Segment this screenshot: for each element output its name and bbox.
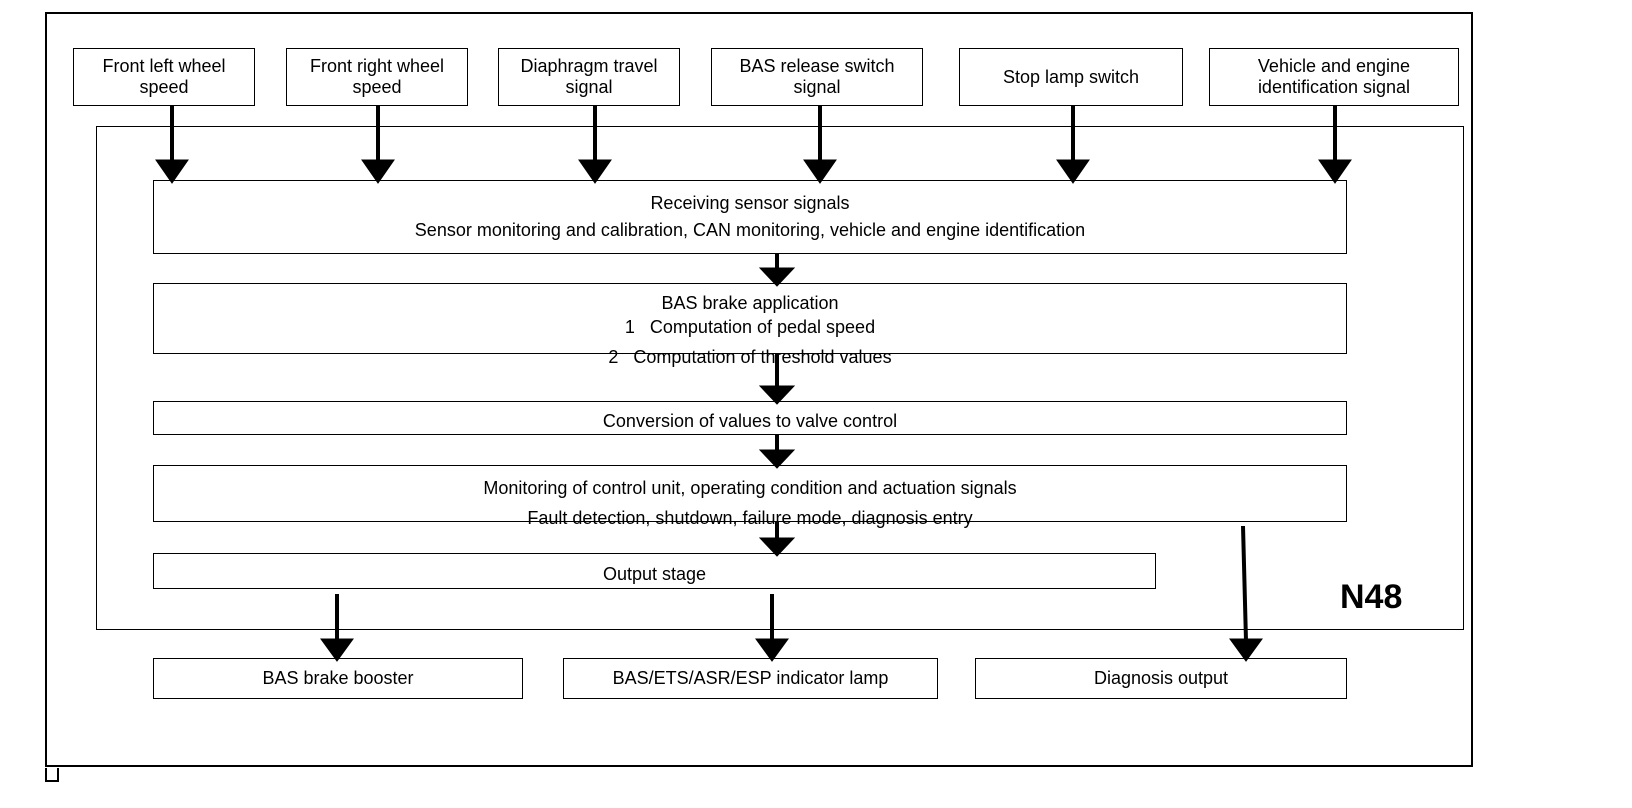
control-unit-n48-boundary xyxy=(96,126,1464,630)
input-label-line1: Stop lamp switch xyxy=(1002,66,1140,87)
arrow-receiving-to-application xyxy=(758,254,796,287)
stage-conversion-to-valve-control: Conversion of values to valve control xyxy=(153,401,1347,435)
stage-item-2: 2 Computation of threshold values xyxy=(608,347,892,367)
input-label-line1: BAS release switch xyxy=(739,56,895,76)
output-label: BAS/ETS/ASR/ESP indicator lamp xyxy=(612,668,889,688)
input-stop-lamp-switch: Stop lamp switch xyxy=(959,48,1183,106)
arrow-monitoring-to-output-stage xyxy=(758,522,796,557)
input-front-left-wheel-speed: Front left wheel speed xyxy=(73,48,255,106)
stage-title: BAS brake application xyxy=(661,293,839,313)
arrow-to-brake-booster xyxy=(320,594,354,662)
output-indicator-lamp: BAS/ETS/ASR/ESP indicator lamp xyxy=(563,658,938,699)
arrow-application-to-conversion xyxy=(758,354,796,405)
input-front-right-wheel-speed: Front right wheel speed xyxy=(286,48,468,106)
input-vehicle-engine-identification-signal: Vehicle and engine identification signal xyxy=(1209,48,1459,106)
input-label-line1: Front left wheel xyxy=(102,56,226,76)
arrow-input-front-left xyxy=(155,106,189,184)
stage-monitoring-control-unit: Monitoring of control unit, operating co… xyxy=(153,465,1347,522)
input-label-line1: Vehicle and engine xyxy=(1257,56,1411,76)
arrow-to-indicator-lamp xyxy=(755,594,789,662)
input-label-line2: speed xyxy=(352,77,402,97)
arrow-to-diagnosis-output xyxy=(1229,525,1263,662)
arrow-input-stop-lamp xyxy=(1056,106,1090,184)
diagram-frame xyxy=(45,12,1473,767)
output-label: BAS brake booster xyxy=(262,668,414,688)
stage-receiving-sensor-signals: Receiving sensor signals Sensor monitori… xyxy=(153,180,1347,254)
stage-title: Output stage xyxy=(602,563,707,584)
input-bas-release-switch-signal: BAS release switch signal xyxy=(711,48,923,106)
stage-output-stage: Output stage xyxy=(153,553,1156,589)
input-label-line1: Front right wheel xyxy=(309,56,445,76)
input-diaphragm-travel-signal: Diaphragm travel signal xyxy=(498,48,680,106)
stage-title: Monitoring of control unit, operating co… xyxy=(483,478,1017,498)
output-label: Diagnosis output xyxy=(1093,668,1229,688)
stage-item-1: 1 Computation of pedal speed xyxy=(624,317,876,337)
input-label-line2: speed xyxy=(139,77,189,97)
input-label-line1: Diaphragm travel xyxy=(520,56,658,76)
stage-subtitle: Sensor monitoring and calibration, CAN m… xyxy=(414,220,1086,240)
stage-title: Receiving sensor signals xyxy=(650,193,850,213)
stage-bas-brake-application: BAS brake application 1 Computation of p… xyxy=(153,283,1347,354)
stage-subtitle: Fault detection, shutdown, failure mode,… xyxy=(527,508,973,528)
control-unit-label: N48 xyxy=(1340,578,1403,616)
input-label-line2: signal xyxy=(565,77,613,97)
input-label-line2: identification signal xyxy=(1257,77,1411,97)
frame-corner-mark xyxy=(45,768,59,782)
arrow-input-diaphragm xyxy=(578,106,612,184)
arrow-conversion-to-monitoring xyxy=(758,435,796,469)
arrow-input-front-right xyxy=(361,106,395,184)
arrow-input-bas-release xyxy=(803,106,837,184)
input-label-line2: signal xyxy=(793,77,841,97)
output-diagnosis: Diagnosis output xyxy=(975,658,1347,699)
arrow-input-vehicle-engine xyxy=(1318,106,1352,184)
stage-title: Conversion of values to valve control xyxy=(602,410,898,431)
